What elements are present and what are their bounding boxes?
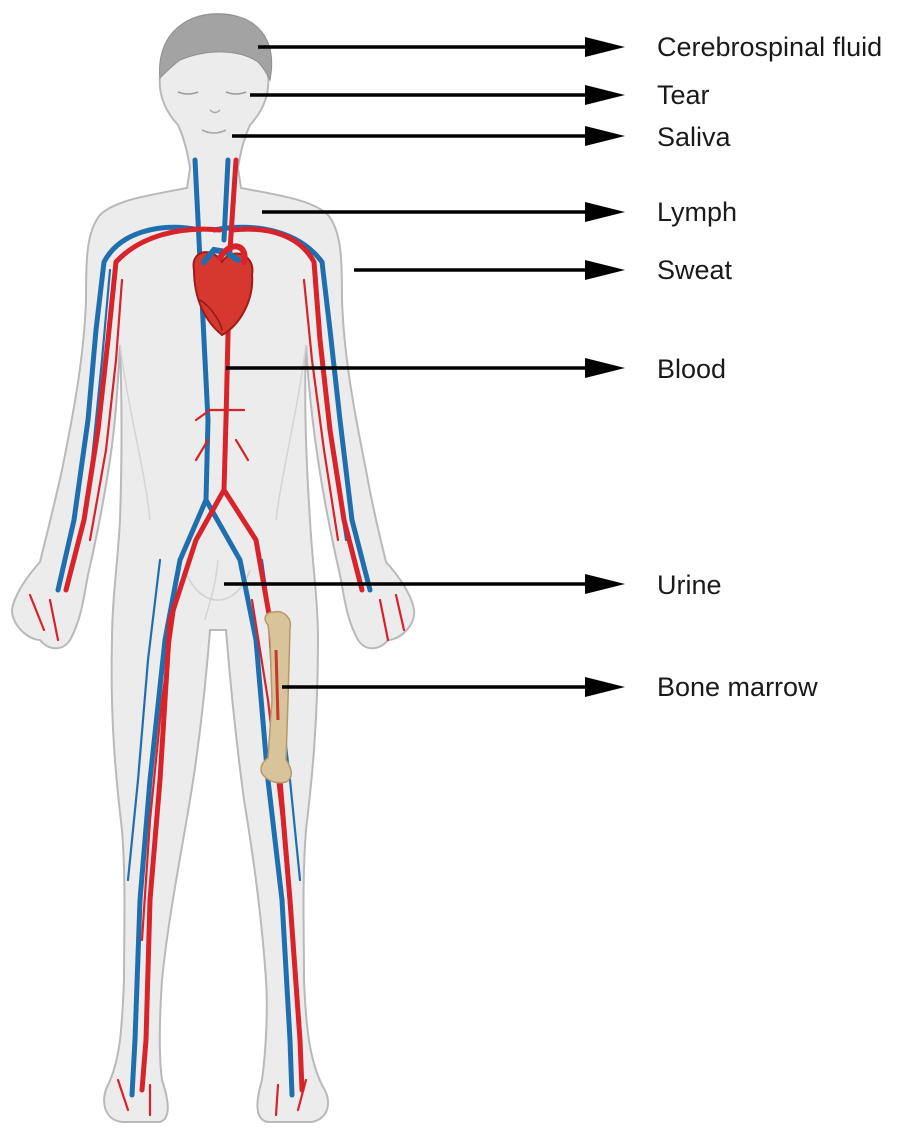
label-tear: Tear xyxy=(657,80,710,110)
arrow-head-blood xyxy=(585,358,625,378)
arrow-head-saliva xyxy=(585,126,625,146)
arrow-head-bone-marrow xyxy=(585,677,625,697)
arrow-head-cerebrospinal-fluid xyxy=(585,37,625,57)
label-bone-marrow: Bone marrow xyxy=(657,672,818,702)
label-saliva: Saliva xyxy=(657,122,732,152)
label-lymph: Lymph xyxy=(657,197,737,227)
arrow-head-urine xyxy=(585,574,625,594)
arrow-head-lymph xyxy=(585,202,625,222)
arrow-head-tear xyxy=(585,85,625,105)
label-sweat: Sweat xyxy=(657,255,733,285)
label-cerebrospinal-fluid: Cerebrospinal fluid xyxy=(657,32,882,62)
arrow-head-sweat xyxy=(585,260,625,280)
labels: Cerebrospinal fluid Tear Saliva Lymph Sw… xyxy=(657,32,882,702)
label-blood: Blood xyxy=(657,354,726,384)
label-urine: Urine xyxy=(657,570,722,600)
